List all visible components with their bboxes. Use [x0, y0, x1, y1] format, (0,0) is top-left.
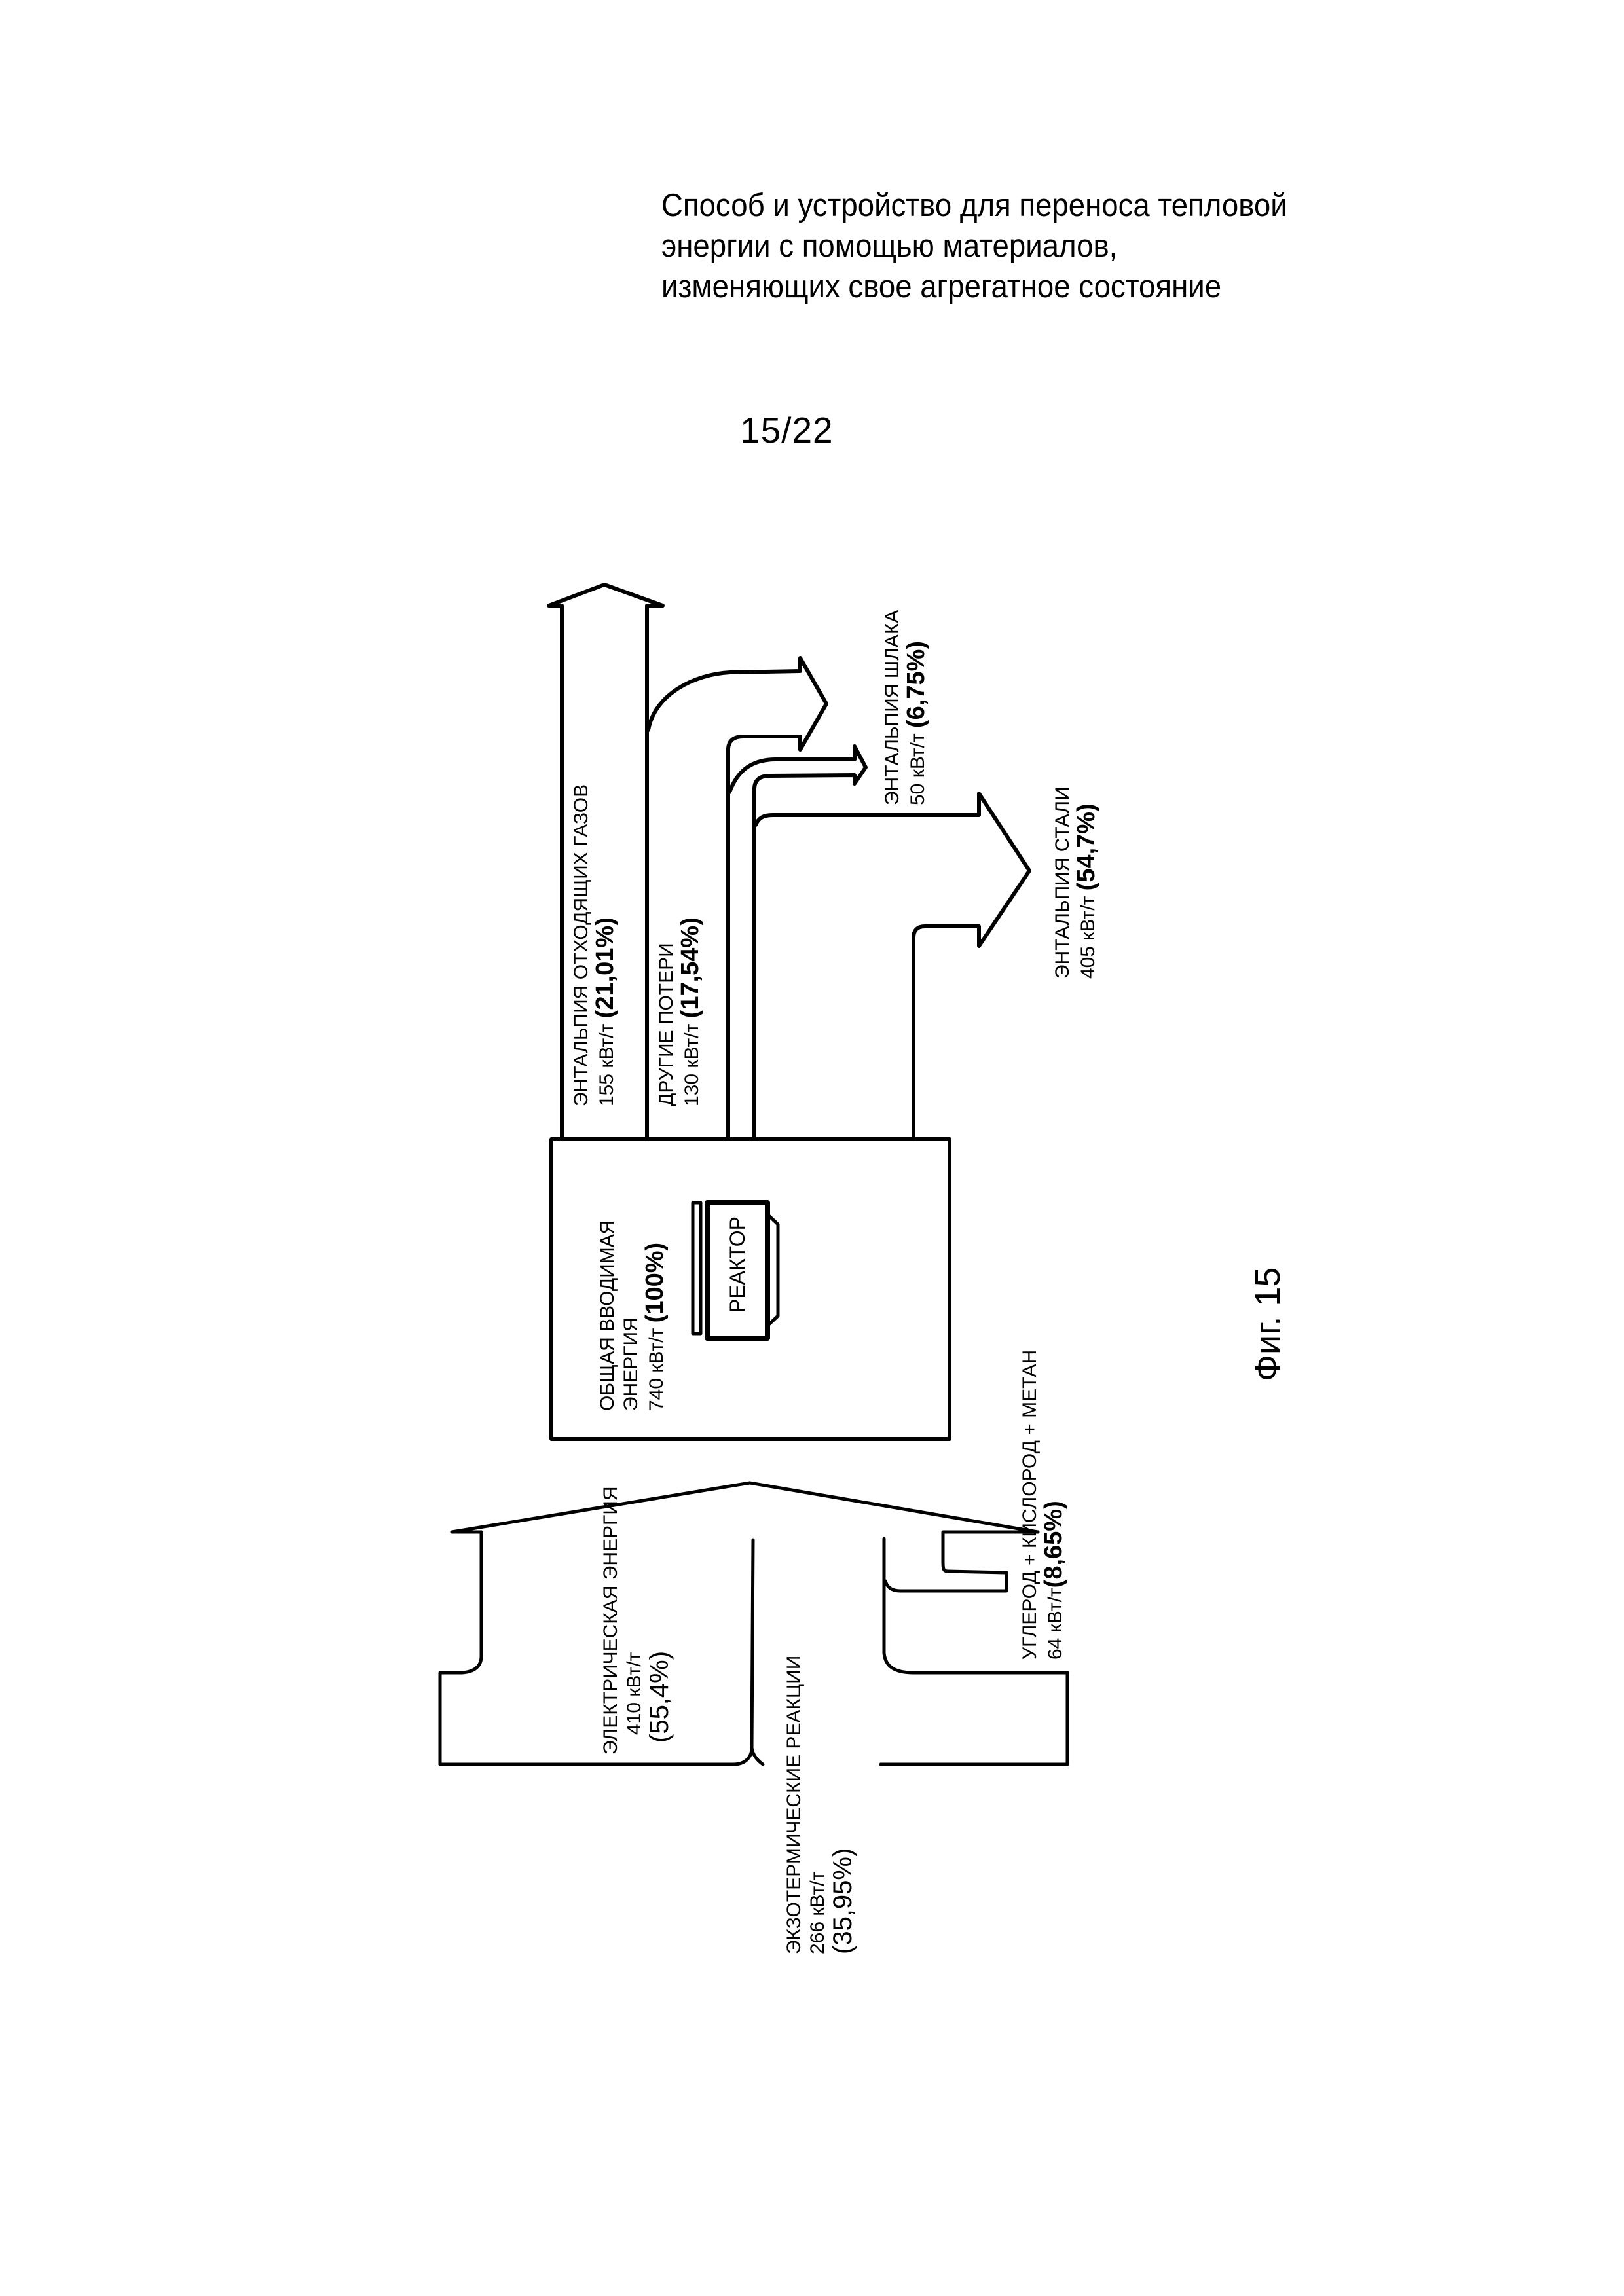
steel-arrow	[754, 792, 1031, 1141]
electric-energy-label: ЭЛЕКТРИЧЕСКАЯ ЭНЕРГИЯ 410 кВт/т (55,4%)	[600, 1486, 674, 1755]
offgas-label: ЭНТАЛЬПИЯ ОТХОДЯЩИХ ГАЗОВ 155 кВт/т (21,…	[570, 784, 619, 1106]
exothermic-flow	[879, 1537, 1069, 1766]
other-losses-label: ДРУГИЕ ПОТЕРИ 130 кВт/т (17,54%)	[655, 917, 704, 1106]
carbon-oxygen-methane-label: УГЛЕРОД + КИСЛОРОД + МЕТАН 64 кВт/т(8,65…	[1019, 1349, 1067, 1660]
flow-divider	[750, 1538, 765, 1766]
total-input-box	[549, 1137, 951, 1441]
steel-label: ЭНТАЛЬПИЯ СТАЛИ 405 кВт/т (54,7%)	[1052, 786, 1100, 979]
other-losses-arrow	[728, 744, 868, 1141]
document-title: Способ и устройство для переноса теплово…	[661, 185, 1287, 307]
slag-label: ЭНТАЛЬПИЯ ШЛАКА 50 кВт/т (6,75%)	[881, 610, 930, 805]
offgas-arrow	[547, 583, 665, 1141]
carbon-oxygen-methane-flow	[883, 1530, 1012, 1593]
total-input-label: ОБЩАЯ ВВОДИМАЯ ЭНЕРГИЯ 740 кВт/т (100%)	[597, 1220, 669, 1411]
sheet-number: 15/22	[740, 410, 834, 450]
slag-arrow	[646, 656, 828, 752]
title-line-2: энергии с помощью материалов,	[661, 228, 1118, 264]
figure-caption: Фиг. 15	[1248, 1267, 1287, 1381]
reactor-icon	[691, 1200, 780, 1341]
title-line-1: Способ и устройство для переноса теплово…	[661, 188, 1287, 223]
reactor-label: РЕАКТОР	[726, 1216, 749, 1313]
title-line-3: изменяющих свое агрегатное состояние	[661, 269, 1222, 304]
exothermic-label: ЭКЗОТЕРМИЧЕСКИЕ РЕАКЦИИ 266 кВт/т (35,95…	[783, 1655, 857, 1954]
input-main-arrow	[450, 1481, 1040, 1534]
electric-energy-flow	[438, 1530, 754, 1766]
